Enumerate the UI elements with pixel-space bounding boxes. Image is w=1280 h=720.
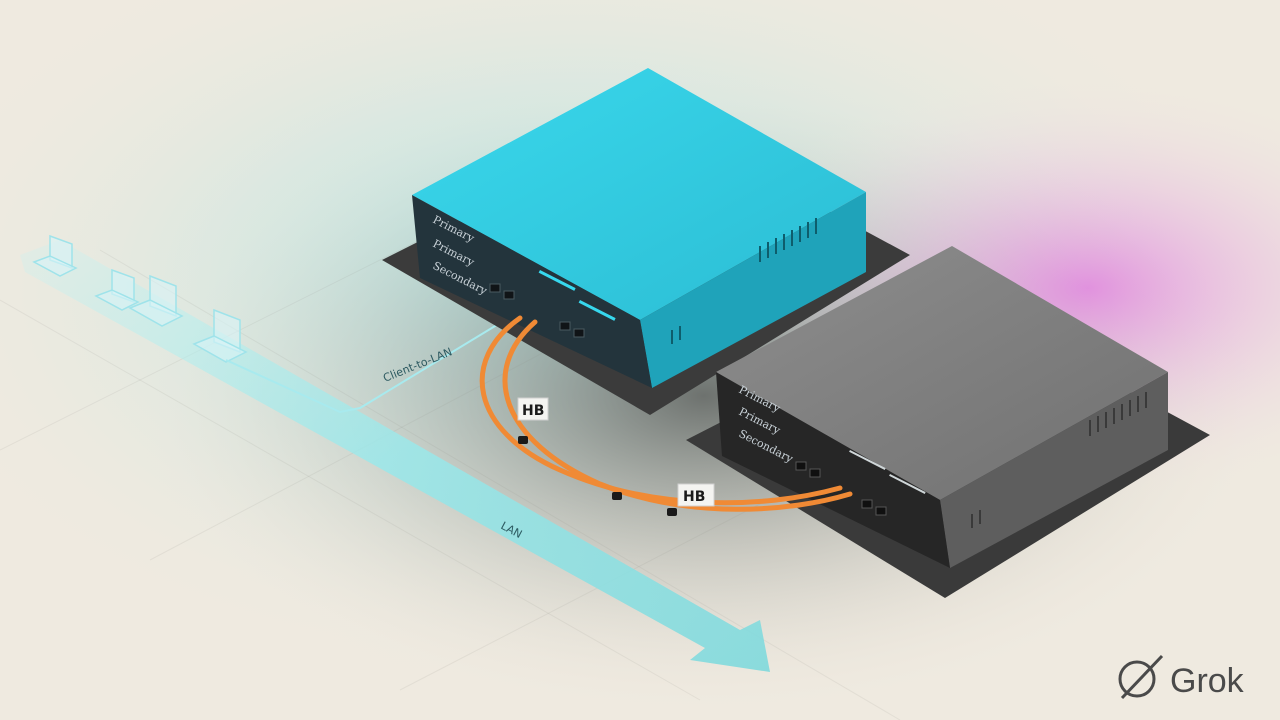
hb-tag-1: HB bbox=[517, 397, 549, 421]
laptop-icon bbox=[94, 268, 140, 311]
cable-clips bbox=[518, 436, 677, 516]
primary-status-leds bbox=[538, 270, 616, 321]
secondary-status-leds bbox=[849, 450, 926, 494]
secondary-chassis-top bbox=[716, 246, 1168, 500]
heartbeat-cable-1 bbox=[479, 315, 843, 506]
primary-chassis-top bbox=[412, 68, 866, 320]
primary-firewall-unit: Primary Primary Secondary bbox=[382, 68, 910, 415]
secondary-chassis-front bbox=[716, 372, 950, 568]
laptop-icon bbox=[32, 234, 78, 277]
secondary-ports bbox=[795, 461, 887, 516]
secondary-firewall-unit: Primary Primary Secondary bbox=[686, 246, 1210, 598]
laptop-icon bbox=[192, 308, 248, 363]
primary-chassis-front bbox=[412, 195, 652, 388]
primary-ports bbox=[489, 283, 585, 338]
heartbeat-cables bbox=[479, 315, 853, 512]
secondary-chassis-side bbox=[940, 372, 1168, 568]
hb-tag-2: HB bbox=[677, 483, 715, 507]
primary-chassis-side bbox=[640, 192, 866, 388]
hb-tag-2-text: HB bbox=[683, 489, 705, 505]
grok-watermark: Grok bbox=[1118, 654, 1245, 700]
grok-logo-icon bbox=[1118, 654, 1164, 700]
heartbeat-cable-2 bbox=[502, 319, 853, 512]
laptop-icon bbox=[128, 274, 184, 327]
secondary-vent-icon bbox=[971, 392, 1147, 528]
client-laptops bbox=[32, 234, 248, 363]
primary-vent-icon bbox=[671, 218, 817, 344]
hb-tag-1-text: HB bbox=[522, 403, 544, 419]
grok-watermark-text: Grok bbox=[1170, 662, 1245, 700]
